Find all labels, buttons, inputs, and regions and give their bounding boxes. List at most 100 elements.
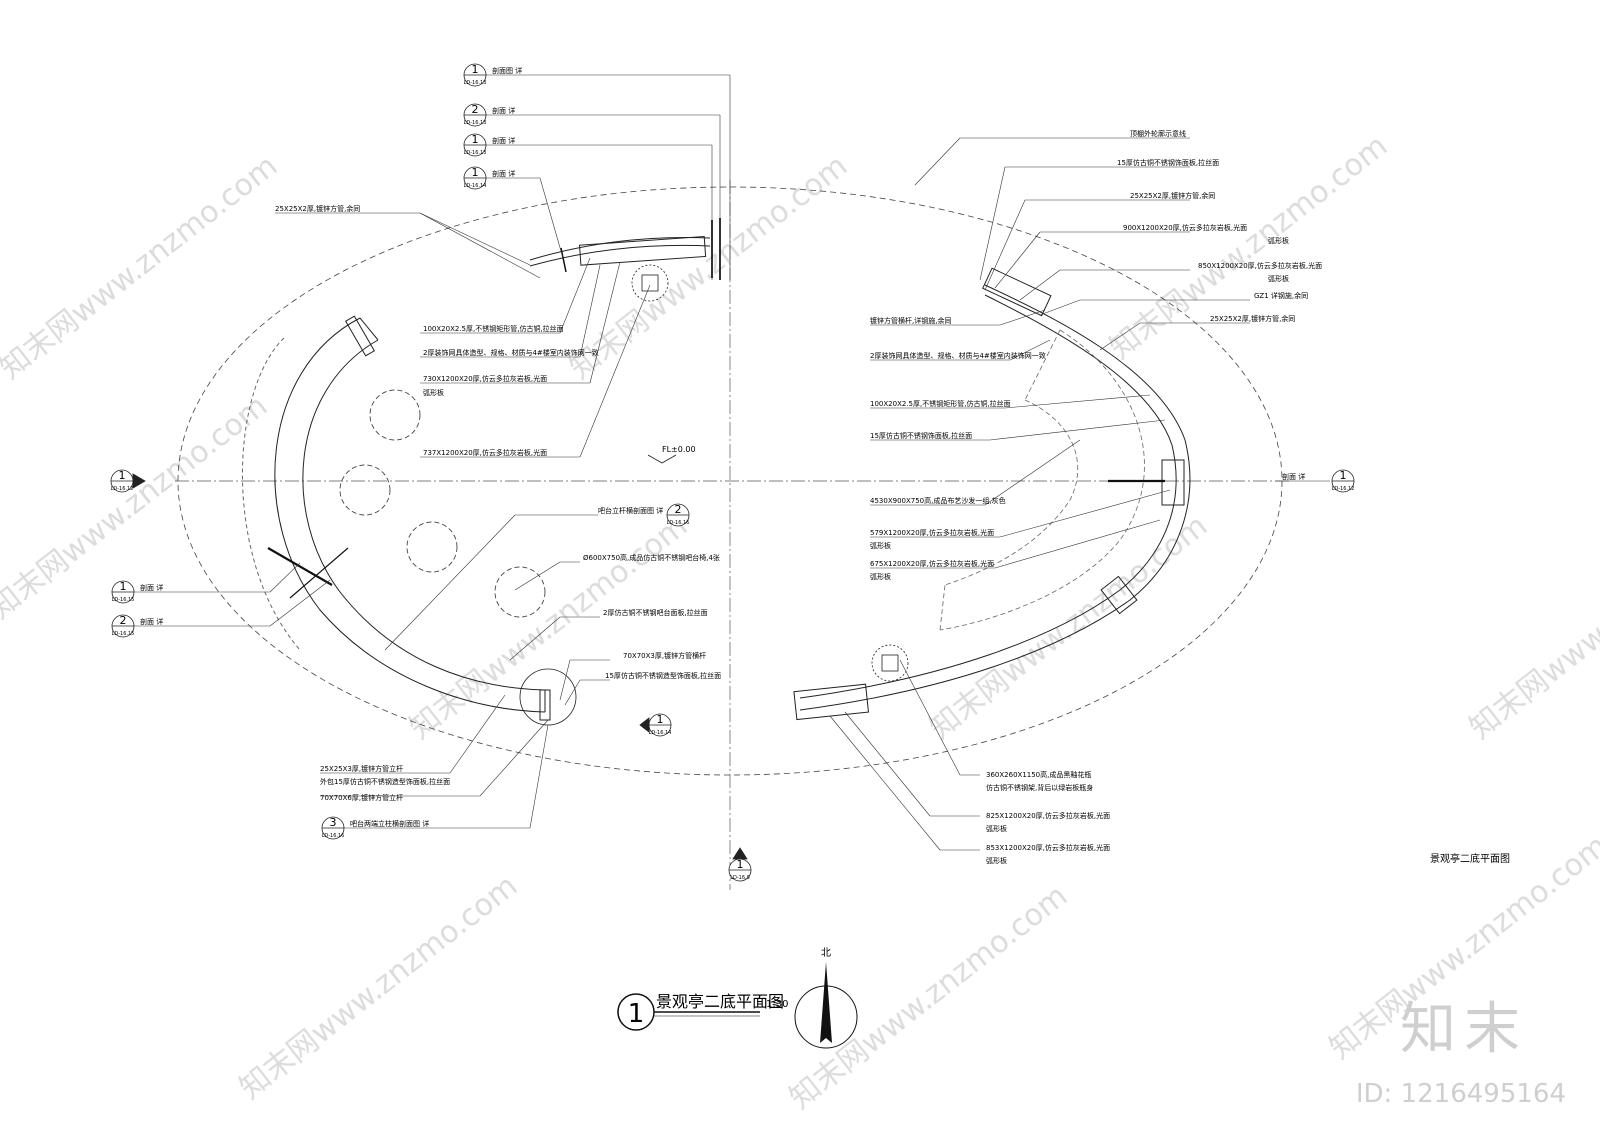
section-ref-marker <box>666 503 690 527</box>
annotation-note: 15厚仿古铜不锈钢造型饰面板,拉丝面 <box>605 671 721 680</box>
ref-number: 2 <box>472 103 479 116</box>
annotation-note: 弧形板 <box>1268 274 1289 283</box>
bar-stool <box>369 389 421 441</box>
left-bar-counter <box>242 317 546 713</box>
bottom-right-annotation-notes: 360X260X1150高,成品黑釉花瓶 仿古铜不锈钢架,背后以绿岩板瓶身 82… <box>986 770 1110 865</box>
ref-number: 1 <box>119 469 126 482</box>
section-ref-texts: 剖面图 详 剖面 详 剖面 详 剖面 详 剖面 详 剖面 详 吧台两端立柱横剖面… <box>140 66 1305 828</box>
watermark-layer: 知末网www.znzmo.com 知末网www.znzmo.com 知末网www… <box>0 128 1600 1116</box>
annotation-note: 100X20X2.5厚,不锈钢矩形管,仿古铜,拉丝面 <box>870 399 1011 408</box>
ref-text: 剖面图 详 <box>492 66 522 75</box>
section-ref-marker <box>728 847 752 882</box>
annotation-note: 弧形板 <box>870 541 891 550</box>
drawing-title: 景观亭二底平面图 <box>656 992 784 1011</box>
section-cut-line <box>560 247 567 273</box>
left-annotation-notes: 25X25X2厚,镀锌方管,余同 100X20X2.5厚,不锈钢矩形管,仿古铜,… <box>275 204 721 802</box>
ref-number: 1 <box>737 858 744 871</box>
section-ref-marker <box>639 713 672 737</box>
ref-code: LD-16.16 <box>322 833 345 839</box>
annotation-note: 弧形板 <box>1268 236 1289 245</box>
detail-callout-circle <box>519 668 577 726</box>
annotation-note: 镀锌方管横杆,详钢施,余同 <box>870 316 951 325</box>
level-mark-text: FL±0.00 <box>662 445 696 454</box>
annotation-note: 15厚仿古铜不锈钢饰面板,拉丝面 <box>870 431 972 440</box>
ref-code: LD-16.15 <box>112 631 135 637</box>
ref-text: 剖面 详 <box>1282 472 1305 481</box>
ref-code: LD-16.15 <box>112 597 135 603</box>
ref-number: 1 <box>120 580 127 593</box>
ref-text: 吧台两端立柱横剖面图 详 <box>350 819 429 828</box>
annotation-note: 25X25X2厚,镀锌方管,余同 <box>1210 314 1295 323</box>
annotation-note: 25X25X2厚,镀锌方管,余同 <box>1130 191 1215 200</box>
watermark-text: 知末网www.znzmo.com <box>233 868 524 1106</box>
annotation-note: 853X1200X20厚,仿云多拉灰岩板,光面 <box>986 843 1110 852</box>
annotation-note: 2厚装饰网具体造型、规格、材质与4#楼室内装饰网一致 <box>870 351 1046 360</box>
annotation-note: 70X70X6厚,镀锌方管立杆 <box>320 793 403 802</box>
section-ref-bubbles <box>110 63 1355 882</box>
ref-number: 1 <box>472 133 479 146</box>
annotation-note: 仿古铜不锈钢架,背后以绿岩板瓶身 <box>986 783 1093 792</box>
section-ref-marker <box>463 133 487 157</box>
annotation-note: 25X25X3厚,镀锌方管立杆 <box>320 764 403 773</box>
ref-code: LD-16.13 <box>464 120 487 126</box>
section-ref-marker <box>463 103 487 127</box>
ref-code: LD-16.12 <box>1332 486 1355 492</box>
annotation-note: 外包15厚仿古铜不锈钢造型饰面板,拉丝面 <box>320 777 450 786</box>
ref-number: 1 <box>1340 469 1347 482</box>
section-ref-marker <box>1331 469 1355 493</box>
annotation-note: 825X1200X20厚,仿云多拉灰岩板,光面 <box>986 811 1110 820</box>
annotation-note: 70X70X3厚,镀锌方管横杆 <box>623 651 706 660</box>
ref-text: 剖面 详 <box>140 617 163 626</box>
watermark-text: 知末网www.znzmo.com <box>563 148 854 386</box>
ref-number: 2 <box>675 503 682 516</box>
level-marker: FL±0.00 <box>647 445 696 464</box>
annotation-note: 4530X900X750高,成品布艺沙发一组,灰色 <box>870 496 1006 505</box>
ref-code: LD-16.12 <box>111 486 134 492</box>
top-left-wall <box>529 235 711 267</box>
ref-text: 剖面 详 <box>492 106 515 115</box>
right-annotation-notes: 顶棚外轮廓示意线 15厚仿古铜不锈钢饰面板,拉丝面 25X25X2厚,镀锌方管,… <box>870 129 1322 581</box>
ref-number: 1 <box>657 713 664 726</box>
bar-end-post <box>344 315 376 357</box>
annotation-note: 675X1200X20厚,仿云多拉灰岩板,光面 <box>870 559 994 568</box>
ref-text: 剖面 详 <box>492 169 515 178</box>
annotation-note: GZ1 详钢施,余同 <box>1254 291 1308 300</box>
ref-text: 剖面 详 <box>492 136 515 145</box>
watermark-text: 知末网www.znzmo.com <box>403 508 694 746</box>
watermark-text: 知末网www.znzmo.com <box>0 148 284 386</box>
annotation-note: 弧形板 <box>986 824 1007 833</box>
ref-code: LD-16.9 <box>730 875 750 881</box>
plant-pot-top <box>631 264 669 302</box>
annotation-note: 730X1200X20厚,仿云多拉灰岩板,光面 <box>423 374 547 383</box>
north-arrow: 北 <box>794 947 858 1049</box>
leader-lines <box>130 74 1330 851</box>
annotation-note: 100X20X2.5厚,不锈钢矩形管,仿古铜,拉丝面 <box>423 324 564 333</box>
side-title: 景观亭二底平面图 <box>1430 852 1510 865</box>
vase-planter <box>871 644 909 682</box>
watermark-text: 知末网www.znzmo.com <box>923 508 1214 746</box>
section-ref-marker <box>463 166 487 190</box>
bar-stool <box>406 521 458 573</box>
ref-code: LD-16.16 <box>667 520 690 526</box>
right-curved-wall <box>793 267 1191 721</box>
section-ref-marker <box>111 614 135 638</box>
bar-stools <box>339 389 546 618</box>
ref-text: 剖面 详 <box>140 583 163 592</box>
title-number: 1 <box>628 999 645 1029</box>
ref-number: 1 <box>472 166 479 179</box>
section-ref-marker <box>321 816 345 840</box>
annotation-note: 360X260X1150高,成品黑釉花瓶 <box>986 770 1091 779</box>
ref-number: 3 <box>330 816 337 829</box>
section-ref-marker <box>110 469 146 493</box>
north-label: 北 <box>821 947 831 959</box>
watermark-text: 知末网www.znzmo.com <box>0 388 274 626</box>
ref-number: 1 <box>472 63 479 76</box>
ref-code: LD-16.14 <box>649 730 672 736</box>
drawing-title-block: 1 景观亭二底平面图 1:30 <box>617 992 788 1031</box>
annotation-note: 弧形板 <box>986 856 1007 865</box>
annotation-note: 2厚装饰网具体造型、规格、材质与4#楼室内装饰网一致 <box>423 348 599 357</box>
annotation-note: 737X1200X20厚,仿云多拉灰岩板,光面 <box>423 448 547 457</box>
ref-code: LD-16.13 <box>464 80 487 86</box>
watermark-text: 知末网www.znzmo.com <box>1463 508 1600 746</box>
